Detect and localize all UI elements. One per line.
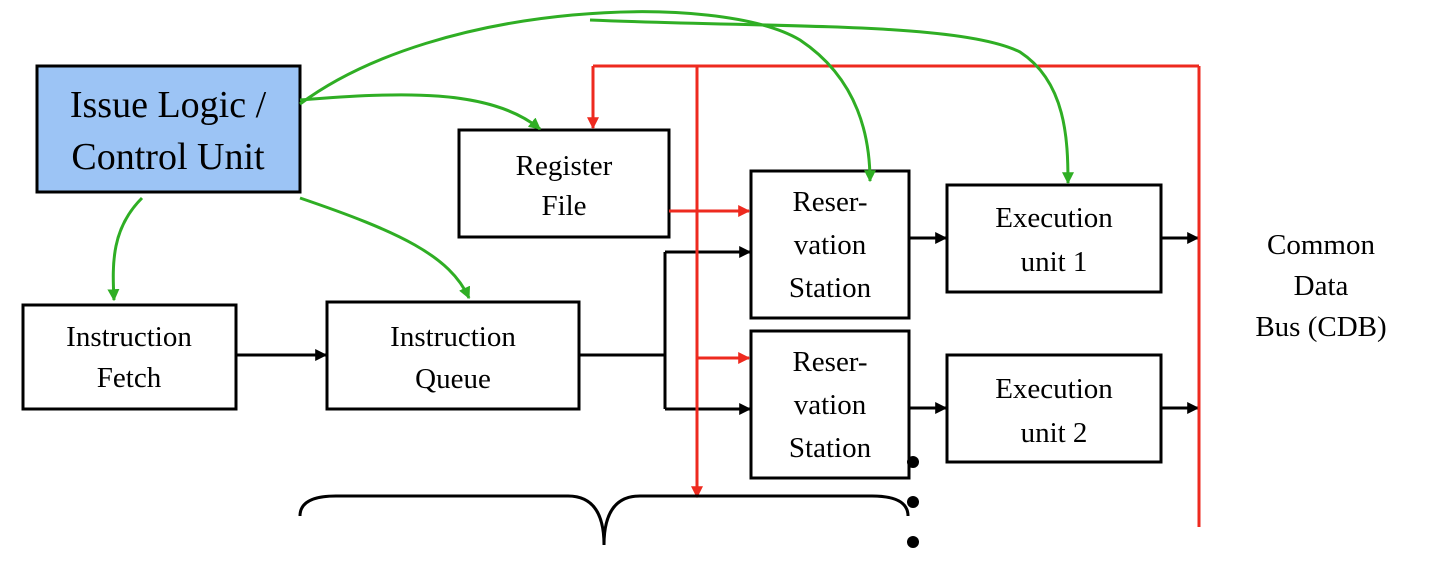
cdb-label-line3: Bus (CDB)	[1255, 311, 1386, 343]
cdb-label-line2: Data	[1294, 270, 1349, 302]
reservation-station-2-label-line1: Reser-	[792, 346, 867, 378]
execution-unit-2-label-line1: Execution	[995, 373, 1113, 405]
issue-logic-label-line1: Issue Logic /	[70, 84, 267, 126]
control-to-fetch-arrow	[107, 196, 144, 302]
reservation-station-1-label-line3: Station	[789, 272, 872, 304]
register-file-block: Register File	[457, 128, 671, 239]
control-to-register-file-arrow	[299, 93, 541, 131]
control-to-queue-arrow	[299, 196, 471, 300]
instruction-queue-label-line1: Instruction	[390, 321, 516, 353]
instruction-fetch-label-line2: Fetch	[97, 362, 162, 394]
reservation-station-2-label-line3: Station	[789, 432, 872, 464]
cdb-label: Common Data Bus (CDB)	[1255, 229, 1386, 343]
execution-unit-1-block: Execution unit 1	[945, 183, 1163, 294]
instruction-queue-label-line2: Queue	[415, 363, 491, 395]
reservation-station-1-label-line1: Reser-	[792, 186, 867, 218]
register-file-label-line1: Register	[516, 150, 613, 182]
register-file-label-line2: File	[541, 190, 586, 222]
reservation-station-2-block: Reser- vation Station	[749, 329, 911, 480]
issue-logic-label-line2: Control Unit	[71, 136, 265, 178]
execution-unit-2-block: Execution unit 2	[945, 353, 1163, 464]
control-to-rs1-arrow	[299, 10, 876, 183]
instruction-fetch-block: Instruction Fetch	[21, 303, 238, 411]
reservation-station-1-label-line2: vation	[794, 229, 867, 261]
instruction-fetch-label-line1: Instruction	[66, 321, 192, 353]
instruction-queue-block: Instruction Queue	[325, 300, 581, 411]
control-to-exec1-arrow	[589, 18, 1074, 185]
cdb-label-line1: Common	[1267, 229, 1375, 261]
vertical-ellipsis-icon	[907, 456, 919, 548]
execution-unit-2-label-line2: unit 2	[1021, 417, 1088, 449]
reservation-station-1-block: Reser- vation Station	[749, 169, 911, 320]
execution-unit-1-label-line2: unit 1	[1021, 246, 1088, 278]
reservation-station-2-label-line2: vation	[794, 389, 867, 421]
execution-unit-1-label-line1: Execution	[995, 202, 1113, 234]
issue-logic-block: Issue Logic / Control Unit	[35, 64, 302, 194]
curly-brace-icon	[298, 494, 910, 546]
